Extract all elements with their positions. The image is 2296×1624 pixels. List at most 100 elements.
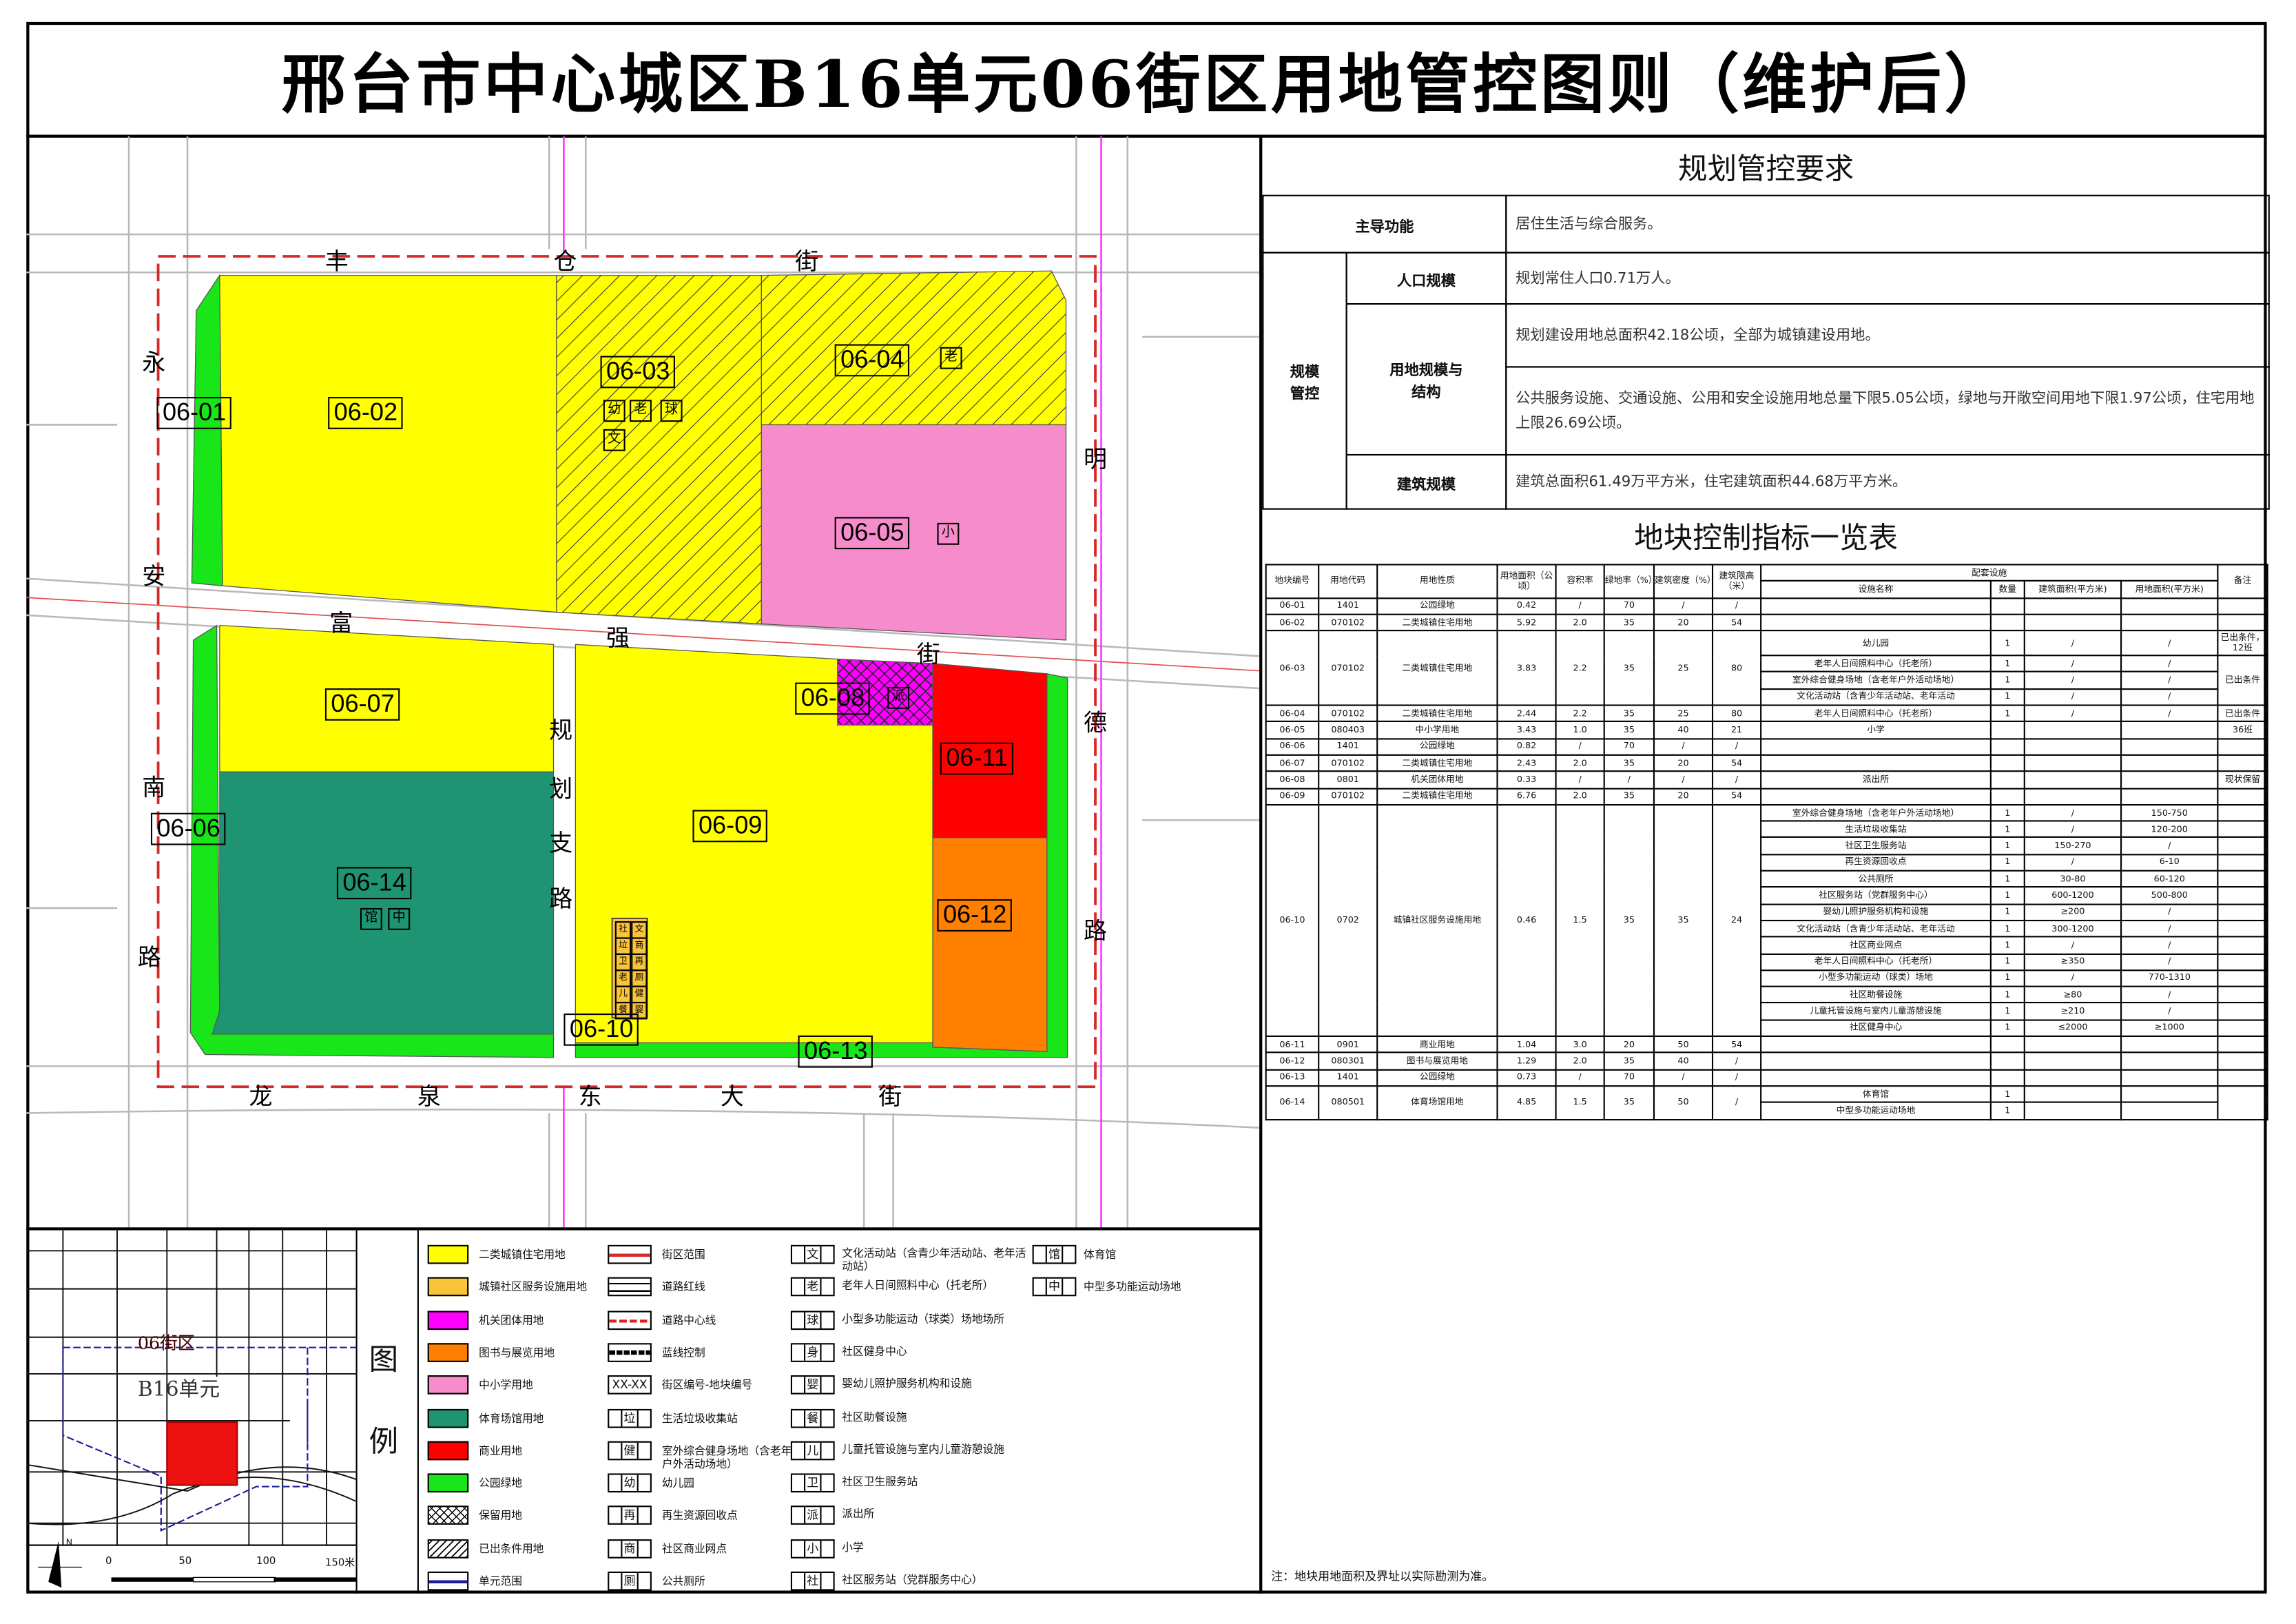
cell-facility-floor: [2023, 613, 2122, 632]
cell-facility-floor: ≥200: [2023, 903, 2122, 921]
parcel-label: 06-03: [600, 356, 676, 389]
col-note: 备注: [2217, 564, 2268, 599]
street-name-char: 东: [578, 1082, 602, 1111]
location-key-map: [26, 1230, 356, 1588]
cell-green: 35: [1603, 787, 1655, 805]
blue-line-boundaries: [563, 136, 1102, 1228]
cell-note: 36班: [2217, 721, 2268, 739]
cell-id: 06-08: [1265, 770, 1320, 789]
cell-facility-name: 幼儿园: [1760, 630, 1992, 657]
legend-label: 商业用地: [479, 1443, 522, 1457]
cell-facility-name: 社区服务站（党群服务中心）: [1760, 886, 1992, 905]
cell-density: 25: [1653, 704, 1714, 723]
cell-facility-land: [2120, 613, 2219, 632]
cell-area: 0.82: [1496, 737, 1557, 756]
scale-tick-100: 100: [256, 1555, 276, 1568]
cell-height: /: [1711, 597, 1762, 615]
divider: [355, 1230, 358, 1594]
cell-height: 21: [1711, 721, 1762, 739]
cell-density: 40: [1653, 721, 1714, 739]
parcel-06-04[interactable]: [761, 270, 1067, 426]
parcel-06-05[interactable]: [761, 424, 1067, 641]
parcel-label: 06-01: [156, 397, 232, 429]
cell-facility-floor: [2023, 1085, 2122, 1104]
cell-code: 080501: [1318, 1085, 1378, 1120]
cell-facility-floor: ≥350: [2023, 952, 2122, 972]
facility-icon: 老: [614, 969, 632, 987]
legend-symbol: 垃: [608, 1408, 652, 1428]
cell-far: /: [1555, 770, 1605, 789]
col-id: 地块编号: [1265, 564, 1320, 599]
cell-facility-land: [2120, 1101, 2219, 1120]
cell-facility-floor: /: [2023, 803, 2122, 822]
legend-label: 社区助餐设施: [842, 1409, 907, 1423]
cell-note: 已出条件，12班: [2217, 630, 2268, 657]
cell-height: /: [1711, 1085, 1762, 1120]
cell-nature: 图书与展览用地: [1376, 1051, 1498, 1071]
cell-facility-qty: [1989, 1068, 2025, 1087]
cell-facility-qty: 1: [1989, 985, 2025, 1005]
cell-facility-qty: [1989, 770, 2025, 789]
cell-green: 35: [1603, 630, 1655, 706]
legend-label: 二类城镇住宅用地: [479, 1248, 566, 1262]
legend-label: 机关团体用地: [479, 1313, 544, 1327]
legend-symbol: [608, 1343, 652, 1362]
parcel-06-12[interactable]: [932, 837, 1048, 1052]
facility-symbol-icon: 小: [804, 1540, 822, 1556]
street-name-char: 龙: [249, 1082, 273, 1111]
population-label: 人口规模: [1345, 251, 1507, 305]
cell-id: 06-11: [1265, 1035, 1320, 1054]
cell-note: [2217, 870, 2268, 888]
cell-facility-name: 体育馆: [1760, 1085, 1992, 1104]
cell-note: [2217, 1002, 2268, 1021]
cell-note: [2217, 803, 2268, 822]
parcel-06-01[interactable]: [191, 274, 223, 586]
cell-facility-name: [1760, 1051, 1992, 1071]
cell-facility-name: 社区卫生服务站: [1760, 836, 1992, 855]
legend-label: 儿童托管设施与室内儿童游憩设施: [842, 1442, 1004, 1456]
street-name-char: 强: [606, 624, 630, 652]
cell-green: 35: [1603, 721, 1655, 739]
cell-facility-floor: [2023, 770, 2122, 789]
cell-facility-floor: 30-80: [2023, 870, 2122, 888]
cell-nature: 城镇社区服务设施用地: [1376, 803, 1498, 1038]
col-code: 用地代码: [1318, 564, 1378, 599]
cell-note: [2217, 886, 2268, 905]
cell-facility-floor: 600-1200: [2023, 886, 2122, 905]
legend-label: 小型多功能运动（球类）场地场所: [842, 1311, 1004, 1325]
facility-icon: 馆: [360, 907, 382, 930]
parcel-06-02[interactable]: [219, 274, 557, 613]
parcel-06-13[interactable]: [575, 673, 1068, 1058]
table-row: 老年人日间照料中心（托老所）1≥350/: [1266, 952, 2268, 972]
cell-facility-land: 60-120: [2120, 870, 2219, 888]
cell-facility-qty: 1: [1989, 836, 2025, 855]
street-name-char: 规: [549, 716, 573, 744]
parcel-06-14[interactable]: [211, 771, 555, 1035]
legend-label: 小学: [842, 1540, 864, 1554]
cell-nature: 二类城镇住宅用地: [1376, 754, 1498, 772]
parcel-06-03[interactable]: [556, 274, 763, 625]
legend-symbol: 球: [790, 1310, 835, 1330]
legend-symbol: 文: [790, 1244, 835, 1264]
cell-facility-land: [2120, 1085, 2219, 1104]
cell-facility-qty: 1: [1989, 1101, 2025, 1120]
cell-facility-name: 小型多功能运动（球类）场地: [1760, 969, 1992, 988]
parcel-label: 06-02: [328, 397, 404, 429]
cell-facility-name: 老年人日间照料中心（托老所）: [1760, 704, 1992, 723]
cell-note: [2217, 1051, 2268, 1071]
facility-icon: 垃: [614, 937, 632, 955]
cell-green: 35: [1603, 754, 1655, 772]
cell-facility-name: 派出所: [1760, 770, 1992, 789]
cell-facility-name: 老年人日间照料中心（托老所）: [1760, 655, 1992, 673]
legend-label: 保留用地: [479, 1509, 522, 1523]
cell-facility-name: 公共厕所: [1760, 870, 1992, 888]
